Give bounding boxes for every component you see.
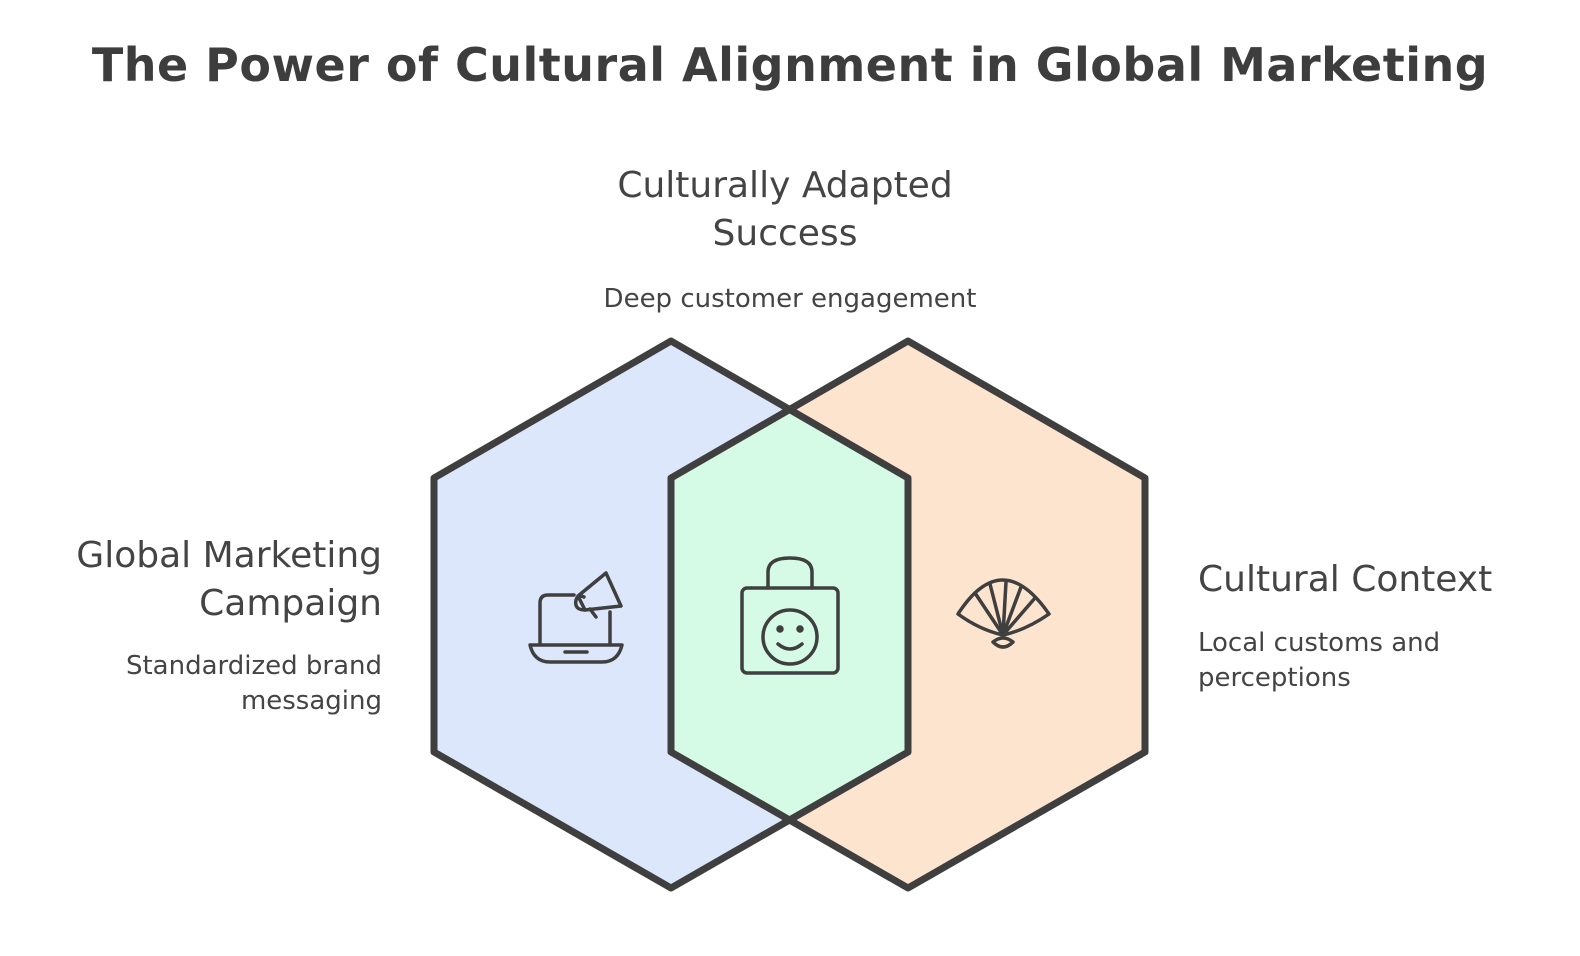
- global-campaign-hexagon: [430, 337, 912, 892]
- laptop-megaphone-icon: [528, 571, 624, 664]
- cultural-context-hexagon: [667, 337, 1149, 892]
- intersection-heading: Culturally Adapted Success: [617, 165, 953, 254]
- shopping-bag-smile-icon: [740, 556, 840, 675]
- global-campaign-heading: Global Marketing Campaign: [76, 535, 382, 624]
- hand-fan-icon: [956, 578, 1051, 649]
- global-campaign-description: Standardized brand messaging: [125, 651, 382, 716]
- cultural-context-heading: Cultural Context: [1198, 559, 1493, 600]
- cultural-context-description: Local customs and perceptions: [1198, 628, 1441, 693]
- intersection-description: Deep customer engagement: [603, 284, 977, 314]
- intersection-fill: [671, 341, 908, 888]
- page-title: The Power of Cultural Alignment in Globa…: [91, 38, 1489, 92]
